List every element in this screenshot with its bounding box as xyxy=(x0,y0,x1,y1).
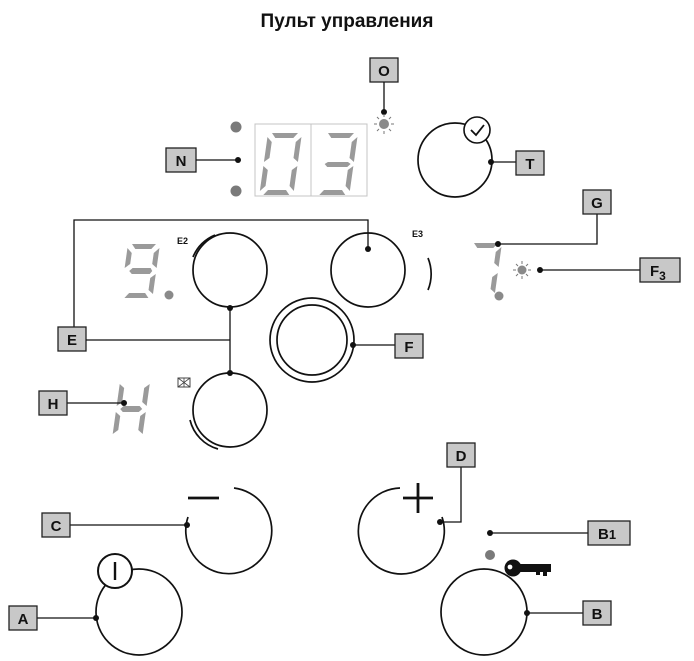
zone-h[interactable]: H H xyxy=(38,370,268,450)
label-a-box xyxy=(8,605,38,631)
minus-button[interactable]: C xyxy=(41,487,273,575)
sun-icon xyxy=(513,261,531,279)
label-b1-box xyxy=(587,520,631,546)
clock-check-icon xyxy=(463,116,491,144)
display-digit-left xyxy=(259,133,302,195)
display-dot-top xyxy=(230,121,242,133)
zone-e2-level-digit xyxy=(124,244,160,298)
indicator-o: O xyxy=(369,57,399,134)
timer-knob[interactable]: T xyxy=(417,116,545,198)
label-e2: E2 xyxy=(177,236,188,246)
label-b1: B1 xyxy=(598,526,616,543)
zone-h-level-digit xyxy=(112,384,150,434)
label-f-box xyxy=(394,333,424,359)
label-b-box xyxy=(582,600,612,626)
power-button[interactable]: A xyxy=(8,553,183,656)
label-d: D xyxy=(456,448,467,465)
label-d-box xyxy=(446,442,476,468)
zone-e2-dot xyxy=(164,290,174,300)
label-o: O xyxy=(378,63,390,80)
label-a: A xyxy=(18,611,29,628)
residual-heat-icon xyxy=(177,377,191,388)
zone-f[interactable]: F xyxy=(269,297,424,383)
label-g-box xyxy=(582,189,612,215)
display-digit-right xyxy=(319,133,358,195)
lock-indicator-dot xyxy=(485,550,495,560)
label-f3: F3 xyxy=(650,263,666,283)
indicator-n: N xyxy=(165,147,241,173)
page-title: Пульт управления xyxy=(261,11,434,32)
label-b: B xyxy=(592,606,603,623)
label-t: T xyxy=(525,156,534,173)
label-e: E xyxy=(67,332,77,349)
label-c: C xyxy=(51,518,62,535)
display-dot-bottom xyxy=(230,185,242,197)
label-n-box xyxy=(165,147,197,173)
check-mark-icon xyxy=(470,124,485,137)
sun-icon xyxy=(374,114,394,134)
zone-f3-dot xyxy=(494,291,504,301)
label-h: H xyxy=(48,396,59,413)
zone-f3-indicator: 7 G F3 xyxy=(474,189,681,301)
label-n: N xyxy=(176,153,187,170)
lock-button[interactable]: B xyxy=(440,568,612,656)
key-icon xyxy=(504,559,551,577)
label-e-connector: E xyxy=(57,219,369,373)
plus-button[interactable]: D xyxy=(357,442,476,575)
zone-e2[interactable]: E2 9 xyxy=(120,232,268,311)
label-f3-box xyxy=(639,257,681,283)
label-t-box xyxy=(515,150,545,176)
zone-e3[interactable]: E3 xyxy=(330,229,432,308)
label-o-box xyxy=(369,57,399,83)
label-h-box xyxy=(38,390,68,416)
label-c-box xyxy=(41,512,71,538)
display-right-cell xyxy=(310,123,368,197)
lock-indicator: B1 xyxy=(485,520,631,577)
label-e3: E3 xyxy=(412,229,423,239)
zone-f3-level-digit xyxy=(474,243,502,293)
label-e-box xyxy=(57,326,87,352)
label-f: F xyxy=(404,339,413,356)
timer-display: 0 3 xyxy=(230,121,368,197)
label-g: G xyxy=(591,195,603,212)
